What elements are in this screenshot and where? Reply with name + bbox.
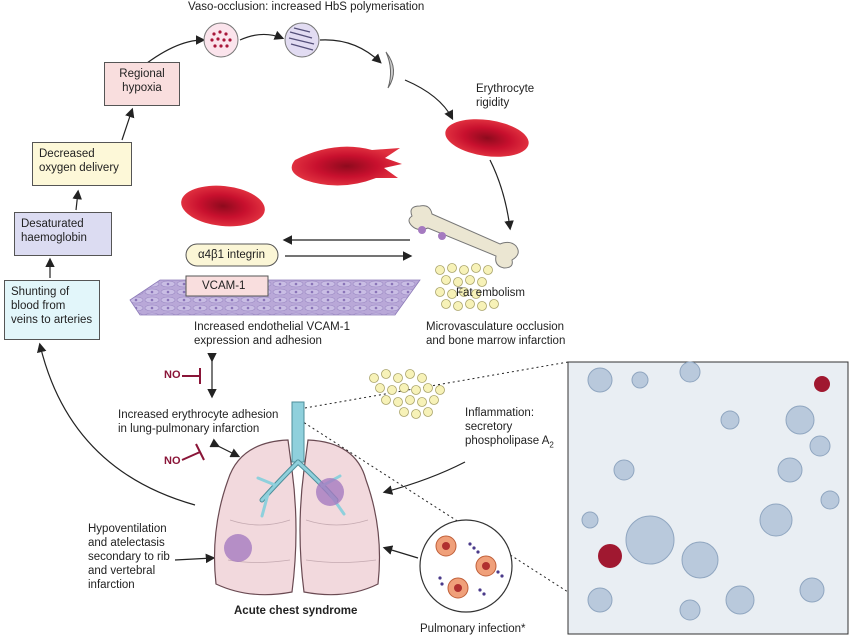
arrow-lungs-to-shunting bbox=[37, 342, 196, 506]
endothelium-layer bbox=[129, 279, 421, 316]
arrow-polymer-step bbox=[239, 30, 285, 41]
erythrocyte-icon bbox=[181, 185, 265, 227]
bone-icon bbox=[408, 205, 519, 269]
erythrocyte-adhesion-label: Increased erythrocyte adhesion in lung-p… bbox=[118, 409, 279, 435]
inflammation-text: Inflammation: secretory phospholipase A bbox=[465, 407, 550, 447]
integrin-pill bbox=[185, 243, 279, 267]
arrow-oxygen-to-hypoxia bbox=[121, 107, 135, 141]
inflammation-subscript: 2 bbox=[549, 440, 554, 450]
shunting-text: Shunting of blood from veins to arteries bbox=[11, 286, 93, 326]
projection-line-bottom bbox=[299, 419, 569, 593]
arrow-adhesion-to-lungs bbox=[209, 438, 241, 458]
no-inhibitor-label-1: NO bbox=[164, 369, 181, 381]
polymerised-cell-icon bbox=[284, 22, 320, 58]
arrow-infection-to-lungs bbox=[382, 545, 419, 559]
shunting-box: Shunting of blood from veins to arteries bbox=[4, 280, 100, 340]
arrow-to-rigidity bbox=[404, 79, 454, 121]
hypoventilation-label: Hypoventilation and atelectasis secondar… bbox=[88, 523, 170, 591]
vaso-occlusion-label: Vaso-occlusion: increased HbS polymerisa… bbox=[188, 1, 425, 13]
microvasculature-label: Microvasculature occlusion and bone marr… bbox=[426, 321, 566, 347]
acute-chest-syndrome-label: Acute chest syndrome bbox=[234, 605, 358, 617]
desaturated-haemoglobin-box: Desaturated haemoglobin bbox=[14, 212, 112, 256]
arrow-polymer-to-sickle bbox=[319, 39, 382, 64]
inflammation-globules bbox=[369, 369, 445, 419]
no-inhibitor-label-2: NO bbox=[164, 455, 181, 467]
arrow-haemoglobin-to-oxygen bbox=[72, 189, 82, 211]
sickle-cell-icon bbox=[385, 51, 394, 89]
integrin-label: α4β1 integrin bbox=[198, 249, 265, 261]
cytology-micrograph bbox=[567, 361, 849, 635]
arrow-hypoventilation-to-lungs bbox=[174, 553, 216, 564]
endothelial-label: Increased endothelial VCAM-1 expression … bbox=[194, 321, 350, 347]
pulmonary-infection-icon bbox=[419, 519, 513, 613]
no-inhibitor-line-2 bbox=[181, 451, 201, 461]
adhering-erythrocyte-icon bbox=[291, 146, 402, 186]
pulmonary-infection-label: Pulmonary infection* bbox=[420, 623, 526, 635]
regional-hypoxia-text: Regional hypoxia bbox=[119, 68, 165, 94]
lungs-illustration bbox=[213, 401, 381, 596]
erythrocyte-rigidity-label: Erythrocyte rigidity bbox=[476, 83, 535, 109]
arrow-inflammation-to-lungs bbox=[382, 461, 466, 495]
fat-embolism-globules bbox=[435, 263, 499, 311]
fat-embolism-label: Fat embolism bbox=[456, 287, 526, 299]
rigid-erythrocyte-icon bbox=[445, 119, 529, 157]
desaturated-haemoglobin-text: Desaturated haemoglobin bbox=[21, 218, 87, 244]
no-inhibitor-bar-2 bbox=[195, 443, 205, 461]
vcam-label: VCAM-1 bbox=[202, 280, 246, 292]
inflammation-label: Inflammation: secretory phospholipase A2 bbox=[465, 406, 565, 452]
arrow-to-bone bbox=[489, 159, 514, 231]
decreased-oxygen-box: Decreased oxygen delivery bbox=[32, 142, 132, 186]
decreased-oxygen-text: Decreased oxygen delivery bbox=[39, 148, 119, 174]
vcam-box bbox=[185, 275, 269, 297]
normal-cell-icon bbox=[203, 22, 239, 58]
regional-hypoxia-box: Regional hypoxia bbox=[104, 62, 180, 106]
